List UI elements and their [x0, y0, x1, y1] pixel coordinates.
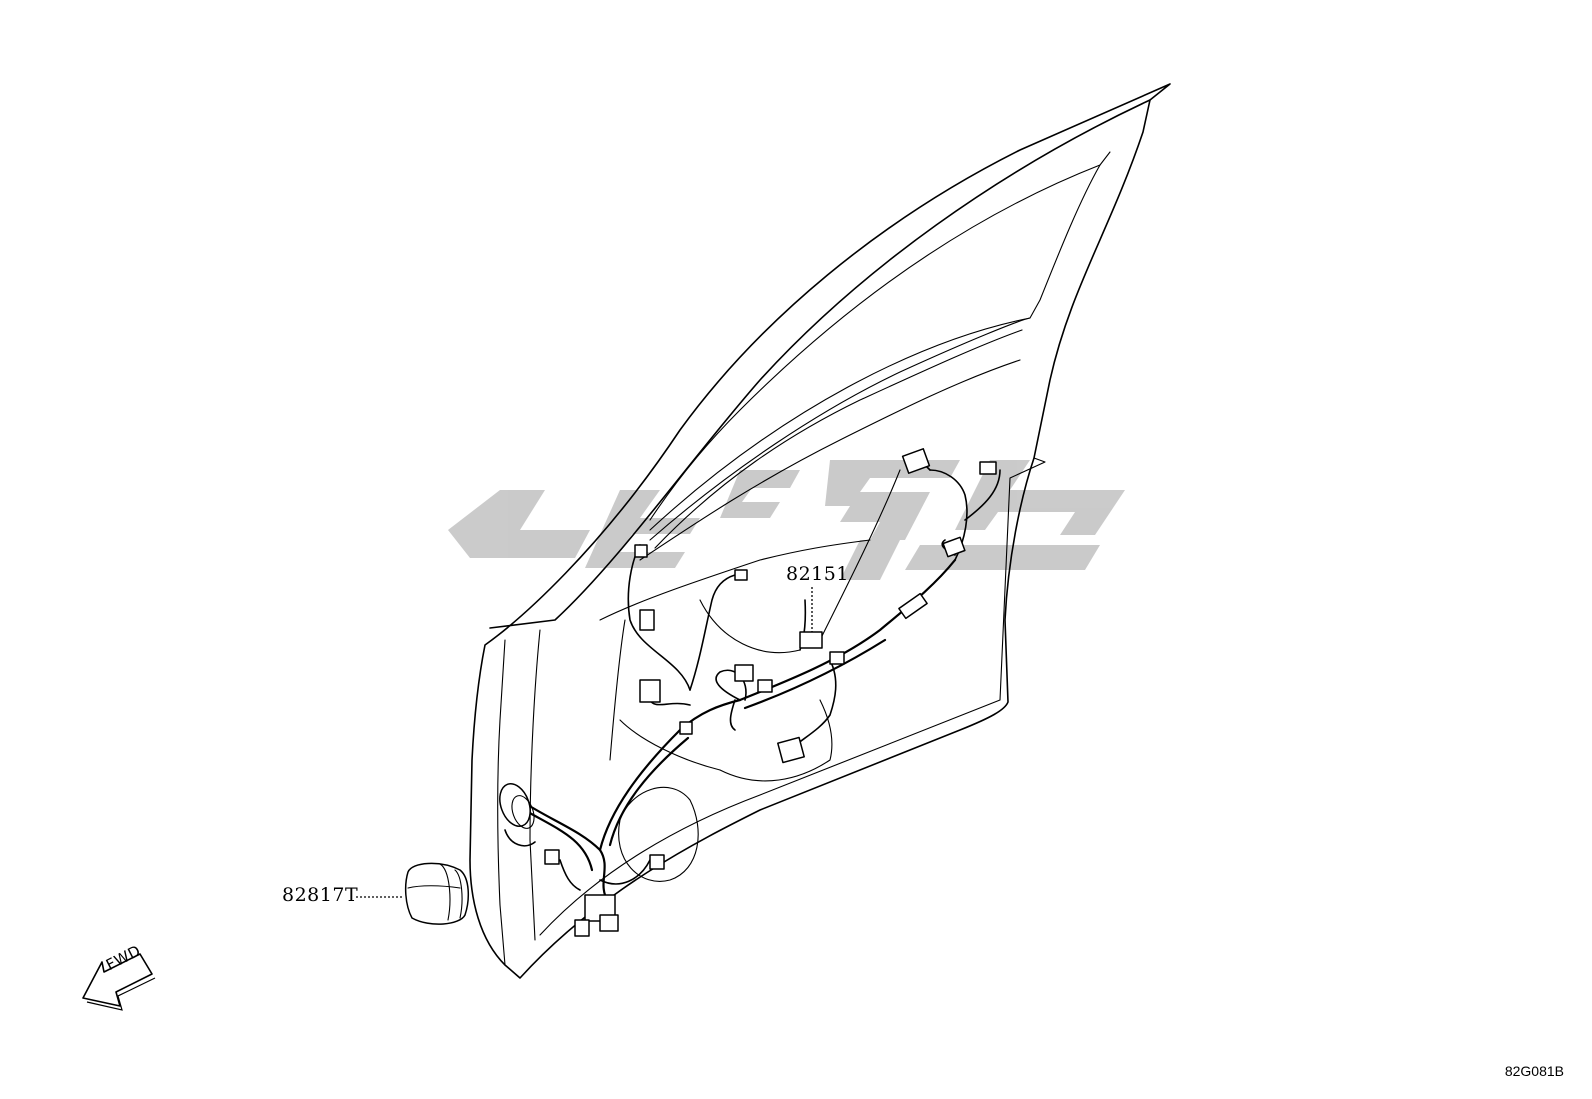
speaker-recess [618, 786, 699, 882]
fwd-arrow-icon [82, 953, 156, 1011]
connectors [544, 448, 997, 937]
harness-grommet [499, 783, 536, 847]
part-number-82151: 82151 [786, 563, 849, 585]
watermark-logo [448, 460, 1125, 580]
wire-harness-82151 [518, 458, 1001, 897]
grommet-82817T [404, 862, 470, 925]
diagram-code: 82G081B [1504, 1063, 1564, 1079]
door-panel [469, 83, 1171, 979]
part-number-82817T: 82817T [282, 884, 359, 906]
